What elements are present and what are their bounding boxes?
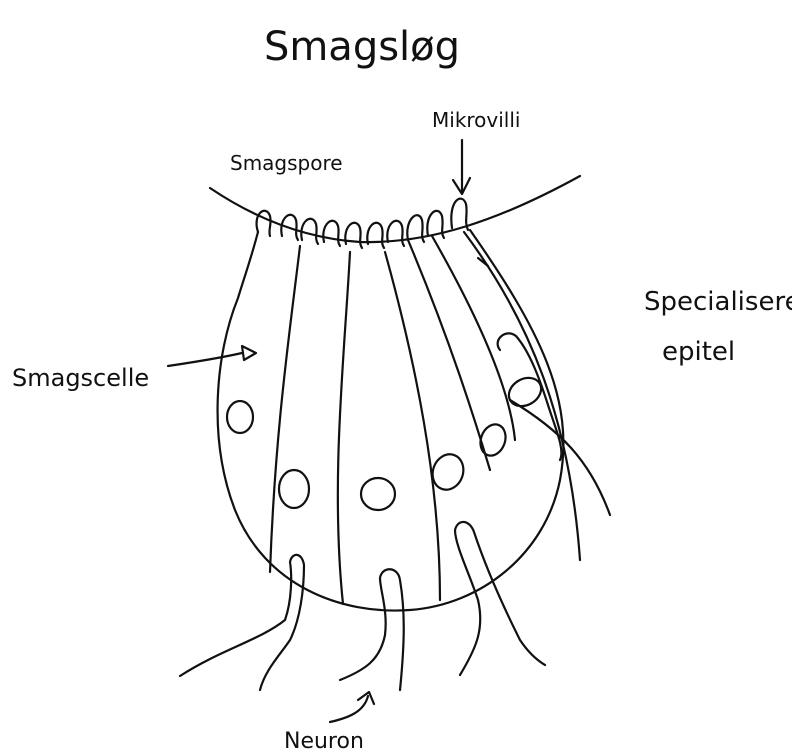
cell-nucleus [361,478,395,510]
taste-cells-group [270,232,610,604]
neuron-fibers-group [180,522,545,690]
microvillus [257,211,271,236]
label-neuron: Neuron [284,729,364,751]
cell-boundary-line [270,246,300,572]
label-taste-pore: Smagspore [230,151,343,175]
cell-boundary-line [408,240,490,470]
taste-cell-arrow-head [242,346,256,360]
cell-nucleus [504,372,546,412]
diagram-title: Smagsløg [264,24,460,70]
label-specialized-epithelium-line1: Specialiseret [644,287,792,317]
supporting-cell [498,333,562,460]
cell-nucleus [476,421,509,459]
cell-boundary-line [338,252,350,604]
nuclei-group [227,401,510,510]
taste-cell-arrow [168,353,242,366]
cell-boundary-line [432,236,515,440]
microvillus [451,199,468,230]
nerve-fiber [340,569,404,690]
label-specialized-epithelium-line2: epitel [662,337,735,367]
cell-nucleus [279,470,309,508]
label-taste-cell: Smagscelle [12,364,149,392]
microvillus [323,221,340,246]
label-microvilli: Mikrovilli [432,108,520,132]
microvillus [367,223,384,248]
neuron-arrow [330,696,368,722]
epithelium-surface-line [210,176,580,242]
cell-boundary-line [385,252,440,600]
microvillus [345,223,362,248]
cell-boundary-line [464,232,580,560]
cell-nucleus [227,401,253,433]
microvilli-group [257,199,468,248]
